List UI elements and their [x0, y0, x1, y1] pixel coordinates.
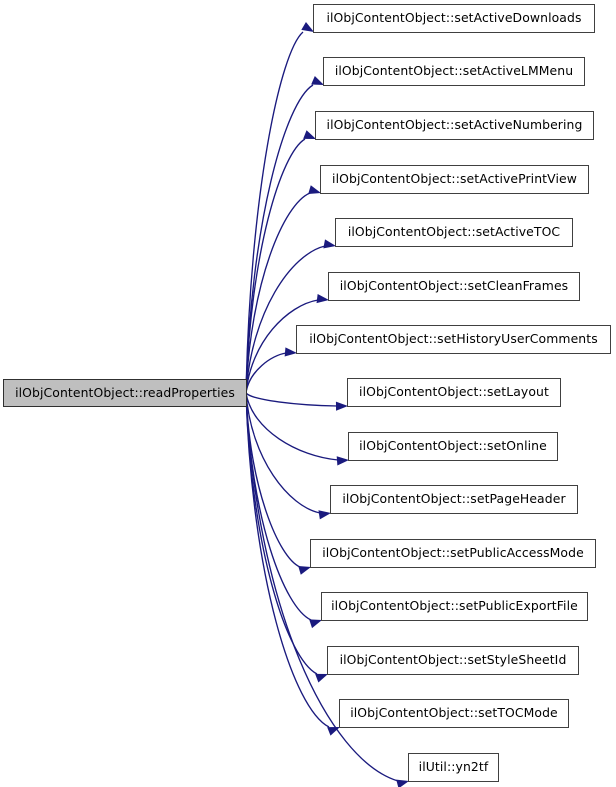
arrowhead-setOnline: [336, 456, 349, 466]
callee-node-setActiveTOC[interactable]: ilObjContentObject::setActiveTOC: [335, 218, 573, 247]
callee-node-setActiveLMMenu[interactable]: ilObjContentObject::setActiveLMMenu: [323, 57, 585, 86]
node-label: ilObjContentObject::setActiveLMMenu: [334, 63, 574, 79]
node-label: ilObjContentObject::setTOCMode: [350, 705, 558, 721]
arrowhead-setHistoryUserComments: [284, 347, 297, 357]
arrowhead-setPublicExportFile: [309, 619, 322, 629]
callee-node-setActivePrintView[interactable]: ilObjContentObject::setActivePrintView: [320, 165, 589, 194]
callee-node-setActiveNumbering[interactable]: ilObjContentObject::setActiveNumbering: [315, 111, 594, 140]
node-label: ilObjContentObject::setPublicExportFile: [331, 598, 578, 614]
callee-node-setPublicAccessMode[interactable]: ilObjContentObject::setPublicAccessMode: [310, 539, 596, 568]
node-label: ilObjContentObject::setActivePrintView: [332, 171, 577, 187]
arrowhead-setActiveNumbering: [303, 130, 316, 139]
callee-node-setHistoryUserComments[interactable]: ilObjContentObject::setHistoryUserCommen…: [296, 325, 611, 354]
arrowhead-setActiveDownloads: [301, 21, 314, 32]
node-label: ilObjContentObject::setLayout: [359, 384, 549, 400]
edge-readProperties-to-setActivePrintView: [245, 192, 311, 394]
edge-readProperties-to-setTOCMode: [245, 392, 330, 728]
callee-node-setStyleSheetId[interactable]: ilObjContentObject::setStyleSheetId: [327, 646, 579, 675]
node-label: ilObjContentObject::setActiveDownloads: [326, 10, 582, 26]
edge-readProperties-to-setPageHeader: [245, 392, 321, 514]
arrowhead-setActiveLMMenu: [311, 75, 324, 85]
node-label: ilObjContentObject::readProperties: [15, 384, 235, 400]
edge-readProperties-to-setActiveNumbering: [245, 138, 306, 394]
callee-node-setLayout[interactable]: ilObjContentObject::setLayout: [347, 378, 561, 407]
arrowhead-setCleanFrames: [316, 293, 329, 304]
node-label: ilObjContentObject::setActiveNumbering: [326, 117, 583, 133]
arrowhead-setPublicAccessMode: [298, 565, 311, 575]
arrowhead-yn2tf: [396, 779, 409, 787]
node-label: ilObjContentObject::setPublicAccessMode: [322, 545, 584, 561]
edge-readProperties-to-yn2tf: [245, 392, 399, 782]
callee-node-setCleanFrames[interactable]: ilObjContentObject::setCleanFrames: [328, 272, 580, 301]
callee-node-setPublicExportFile[interactable]: ilObjContentObject::setPublicExportFile: [321, 592, 588, 621]
node-label: ilObjContentObject::setStyleSheetId: [339, 652, 567, 668]
edge-readProperties-to-setHistoryUserComments: [245, 352, 287, 394]
callee-node-setOnline[interactable]: ilObjContentObject::setOnline: [348, 432, 558, 461]
edge-readProperties-to-setCleanFrames: [245, 299, 319, 394]
edge-readProperties-to-setActiveDownloads: [245, 31, 304, 394]
edge-readProperties-to-setOnline: [245, 392, 339, 461]
arrowhead-setActivePrintView: [308, 185, 321, 195]
arrowhead-setStyleSheetId: [315, 673, 328, 683]
arrowhead-setLayout: [335, 401, 348, 411]
edge-readProperties-to-setStyleSheetId: [245, 392, 318, 675]
node-label: ilObjContentObject::setPageHeader: [342, 491, 566, 507]
callee-node-setActiveDownloads[interactable]: ilObjContentObject::setActiveDownloads: [313, 4, 595, 33]
arrowhead-setActiveTOC: [323, 239, 336, 249]
node-label: ilObjContentObject::setHistoryUserCommen…: [309, 331, 598, 347]
callee-node-setPageHeader[interactable]: ilObjContentObject::setPageHeader: [330, 485, 578, 514]
arrowhead-setPageHeader: [318, 510, 331, 520]
edge-readProperties-to-setLayout: [245, 392, 338, 407]
node-label: ilObjContentObject::setActiveTOC: [347, 224, 561, 240]
callee-node-yn2tf[interactable]: ilUtil::yn2tf: [408, 753, 499, 782]
source-node-readProperties[interactable]: ilObjContentObject::readProperties: [3, 379, 247, 407]
callee-node-setTOCMode[interactable]: ilObjContentObject::setTOCMode: [339, 699, 569, 728]
node-label: ilObjContentObject::setOnline: [359, 438, 547, 454]
node-label: ilObjContentObject::setCleanFrames: [339, 278, 569, 294]
edge-readProperties-to-setActiveTOC: [245, 245, 326, 394]
node-label: ilUtil::yn2tf: [418, 759, 489, 775]
